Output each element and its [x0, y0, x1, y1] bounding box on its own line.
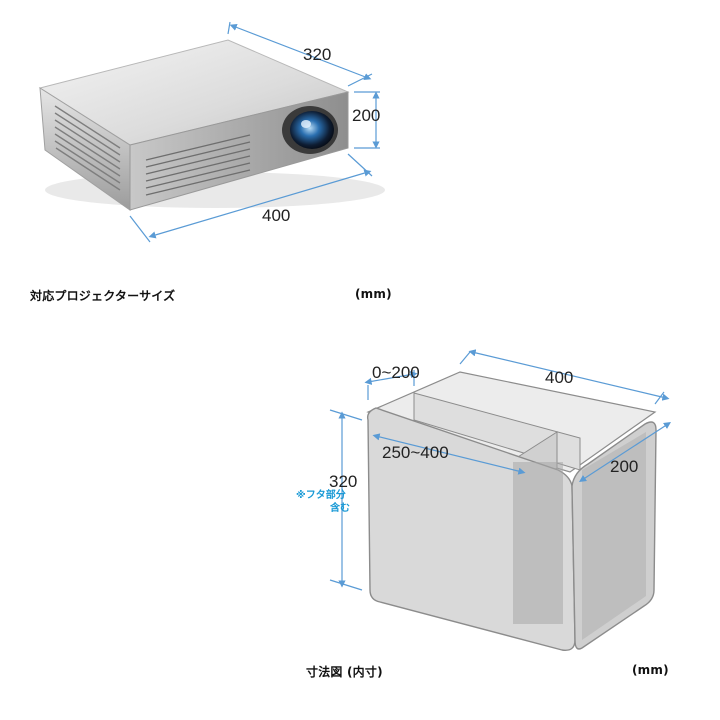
projector-width-label: 320 [303, 45, 331, 64]
projector-lens [282, 106, 338, 154]
projector-vent-left [54, 105, 121, 191]
box-inner-range-label: 250~400 [382, 443, 449, 462]
box-length-label: 400 [545, 368, 573, 387]
box-caption: 寸法図 (内寸) [306, 665, 383, 679]
box-front-panel [513, 462, 563, 624]
projector-unit: (mm) [355, 287, 392, 301]
projector-height-label: 200 [352, 106, 380, 125]
box-height-label: 320 [329, 472, 357, 491]
projector-illustration [38, 39, 385, 211]
box-dimension-lines [329, 349, 672, 591]
box-height-note-line2: 含む [330, 501, 350, 514]
projector-caption: 対応プロジェクターサイズ [30, 289, 176, 303]
projector-dimension-lines [129, 21, 380, 243]
box-height-note-line1: ※フタ部分 [296, 488, 346, 501]
box-unit: (mm) [632, 663, 669, 677]
projector-depth-label: 400 [262, 206, 290, 225]
box-divider-range-label: 0~200 [372, 363, 420, 382]
storage-box-illustration [366, 371, 657, 651]
box-depth-label: 200 [610, 457, 638, 476]
box-side-panel [582, 432, 646, 640]
